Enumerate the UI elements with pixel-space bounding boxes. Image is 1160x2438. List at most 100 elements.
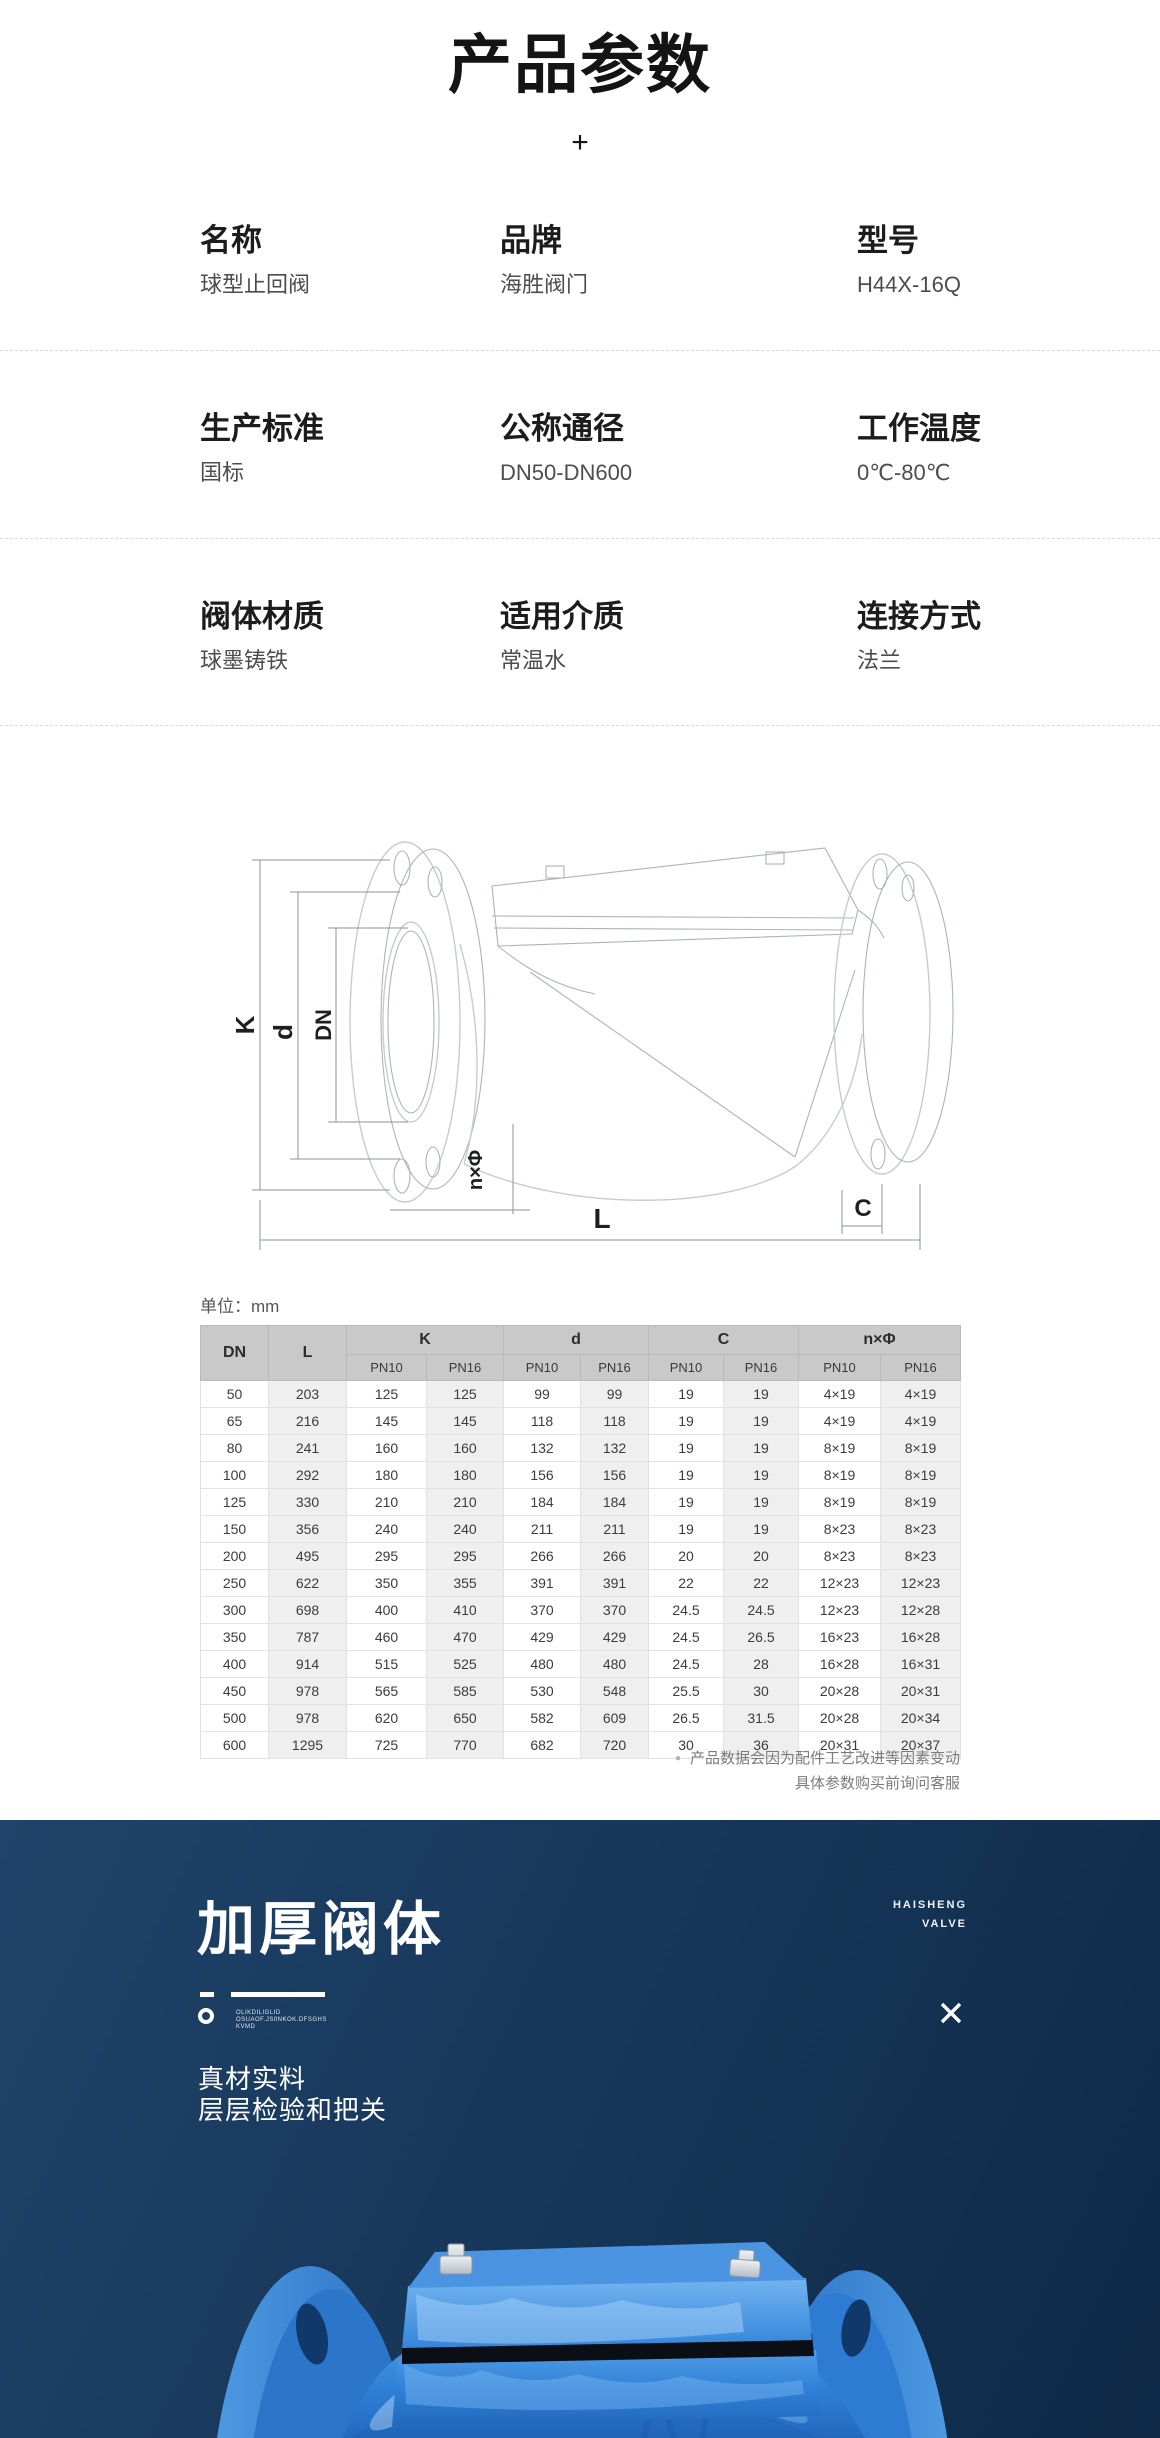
- table-cell: 350: [346, 1569, 427, 1597]
- table-cell: 20: [723, 1542, 799, 1570]
- table-cell: 8×19: [880, 1461, 961, 1489]
- table-cell: 210: [426, 1488, 504, 1516]
- spec-value: H44X-16Q: [857, 272, 961, 297]
- table-cell: 145: [426, 1407, 504, 1435]
- col-header-c: C: [648, 1325, 799, 1355]
- col-header-k: K: [346, 1325, 504, 1355]
- sub-header-pn10: PN10: [503, 1354, 581, 1381]
- dash-decor-short: [200, 1992, 214, 1997]
- table-cell: 450: [200, 1677, 269, 1705]
- table-cell: 582: [503, 1704, 581, 1732]
- table-cell: 266: [503, 1542, 581, 1570]
- sub-header-pn10: PN10: [648, 1354, 724, 1381]
- svg-text:K: K: [230, 1015, 260, 1034]
- table-cell: 200: [200, 1542, 269, 1570]
- spec-value: 常温水: [500, 648, 567, 673]
- spec-row-3: 阀体材质 球墨铸铁 适用介质 常温水 连接方式 法兰: [200, 598, 1020, 674]
- spec-value: DN50-DN600: [500, 460, 633, 485]
- table-cell: 211: [580, 1515, 649, 1543]
- unit-label: 单位：mm: [200, 1297, 280, 1316]
- spec-value: 0℃-80℃: [857, 460, 951, 485]
- table-cell: 370: [580, 1596, 649, 1624]
- table-cell: 19: [648, 1461, 724, 1489]
- page-title: 产品参数: [448, 29, 712, 101]
- table-cell: 355: [426, 1569, 504, 1597]
- table-cell: 22: [648, 1569, 724, 1597]
- micro-caption: OLIKDILIGLID OSUAOF.JS0NKOK.DFSGHS KVMD: [236, 2010, 327, 2030]
- table-cell: 100: [200, 1461, 269, 1489]
- table-cell: 266: [580, 1542, 649, 1570]
- table-cell: 20×31: [880, 1677, 961, 1705]
- table-cell: 8×23: [880, 1515, 961, 1543]
- spec-value: 球墨铸铁: [200, 648, 289, 673]
- spec-item: 工作温度 0℃-80℃: [857, 410, 1017, 486]
- table-cell: 203: [268, 1380, 347, 1408]
- table-cell: 125: [426, 1380, 504, 1408]
- table-cell: 770: [426, 1731, 504, 1759]
- table-cell: 150: [200, 1515, 269, 1543]
- table-cell: 80: [200, 1434, 269, 1462]
- table-cell: 8×19: [798, 1488, 881, 1516]
- table-cell: 16×23: [798, 1623, 881, 1651]
- spec-label: 连接方式: [857, 599, 981, 634]
- table-cell: 495: [268, 1542, 347, 1570]
- table-cell: 585: [426, 1677, 504, 1705]
- table-cell: 250: [200, 1569, 269, 1597]
- spec-item: 阀体材质 球墨铸铁: [200, 598, 500, 674]
- sub-header-pn10: PN10: [798, 1354, 881, 1381]
- table-cell: 429: [503, 1623, 581, 1651]
- bullet-icon: ●: [674, 1753, 681, 1764]
- feature-section: 加厚阀体 HAISHENG VALVE OLIKDILIGLID OSUAOF.…: [0, 1820, 1160, 2438]
- table-cell: 20: [648, 1542, 724, 1570]
- table-cell: 19: [723, 1380, 799, 1408]
- table-cell: 4×19: [880, 1407, 961, 1435]
- dashed-divider: [0, 350, 1160, 351]
- table-cell: 184: [580, 1488, 649, 1516]
- spec-label: 生产标准: [200, 411, 324, 446]
- spec-label: 型号: [857, 223, 919, 258]
- table-cell: 65: [200, 1407, 269, 1435]
- table-cell: 391: [503, 1569, 581, 1597]
- table-cell: 429: [580, 1623, 649, 1651]
- table-cell: 24.5: [648, 1650, 724, 1678]
- plus-icon: +: [571, 126, 589, 159]
- table-cell: 240: [346, 1515, 427, 1543]
- table-cell: 19: [648, 1380, 724, 1408]
- table-cell: 350: [200, 1623, 269, 1651]
- sub-header-pn16: PN16: [426, 1354, 504, 1381]
- spec-item: 品牌 海胜阀门: [500, 222, 857, 298]
- dashed-divider: [0, 725, 1160, 726]
- table-cell: 1295: [268, 1731, 347, 1759]
- table-cell: 410: [426, 1596, 504, 1624]
- table-cell: 20×31: [798, 1731, 881, 1759]
- brand-mark: HAISHENG VALVE: [893, 1896, 967, 1934]
- table-cell: 8×19: [798, 1434, 881, 1462]
- table-cell: 295: [346, 1542, 427, 1570]
- spec-item: 名称 球型止回阀: [200, 222, 500, 298]
- table-cell: 698: [268, 1596, 347, 1624]
- table-cell: 132: [580, 1434, 649, 1462]
- table-cell: 26.5: [723, 1623, 799, 1651]
- table-cell: 28: [723, 1650, 799, 1678]
- spec-value: 法兰: [857, 648, 902, 673]
- spec-label: 名称: [200, 223, 262, 258]
- table-cell: 400: [346, 1596, 427, 1624]
- table-cell: 720: [580, 1731, 649, 1759]
- table-note: ●产品数据会因为配件工艺改进等因素变动 具体参数购买前询问客服: [675, 1746, 960, 1796]
- table-cell: 19: [648, 1434, 724, 1462]
- table-cell: 914: [268, 1650, 347, 1678]
- table-cell: 20×28: [798, 1677, 881, 1705]
- spec-label: 阀体材质: [200, 599, 324, 634]
- spec-row-2: 生产标准 国标 公称通径 DN50-DN600 工作温度 0℃-80℃: [200, 410, 1020, 486]
- spec-value: 球型止回阀: [200, 272, 311, 297]
- table-cell: 16×28: [880, 1623, 961, 1651]
- spec-label: 工作温度: [857, 411, 981, 446]
- table-cell: 682: [503, 1731, 581, 1759]
- table-cell: 180: [426, 1461, 504, 1489]
- table-cell: 25.5: [648, 1677, 724, 1705]
- col-header-l: L: [268, 1325, 347, 1381]
- table-cell: 600: [200, 1731, 269, 1759]
